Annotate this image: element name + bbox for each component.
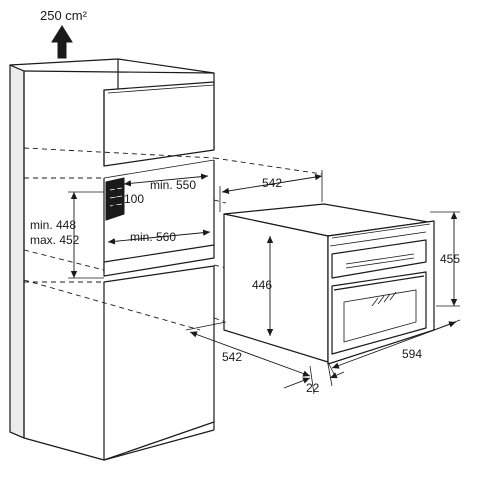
airflow-label: 250 cm² — [40, 8, 88, 23]
cabinet-left-panel — [9, 64, 25, 439]
dimension-lines — [68, 170, 461, 395]
label-front-protrusion: 22 — [306, 381, 320, 395]
niche-floor — [103, 244, 215, 277]
oven-handle — [333, 275, 425, 291]
airflow-arrow-icon — [51, 25, 73, 59]
dimension-labels: min. 550 100 min. 448 max. 452 min. 560 … — [30, 176, 460, 395]
cabinet-upper-shelf — [103, 81, 215, 167]
label-niche-depth: min. 550 — [150, 178, 196, 192]
label-height-body: 446 — [252, 278, 272, 292]
oven-side — [223, 213, 329, 363]
label-niche-height-max: max. 452 — [30, 233, 80, 247]
label-height-total: 455 — [440, 252, 460, 266]
cabinet — [9, 58, 215, 461]
ventilation-slot — [105, 177, 125, 221]
label-niche-width: min. 560 — [130, 230, 176, 244]
cabinet-top — [9, 58, 215, 74]
label-width: 594 — [402, 347, 422, 361]
label-vent-gap: 100 — [124, 192, 144, 206]
cabinet-lower-door — [103, 265, 215, 461]
label-depth-bottom: 542 — [222, 350, 242, 364]
label-niche-height-min: min. 448 — [30, 218, 76, 232]
label-depth-top: 542 — [262, 176, 282, 190]
